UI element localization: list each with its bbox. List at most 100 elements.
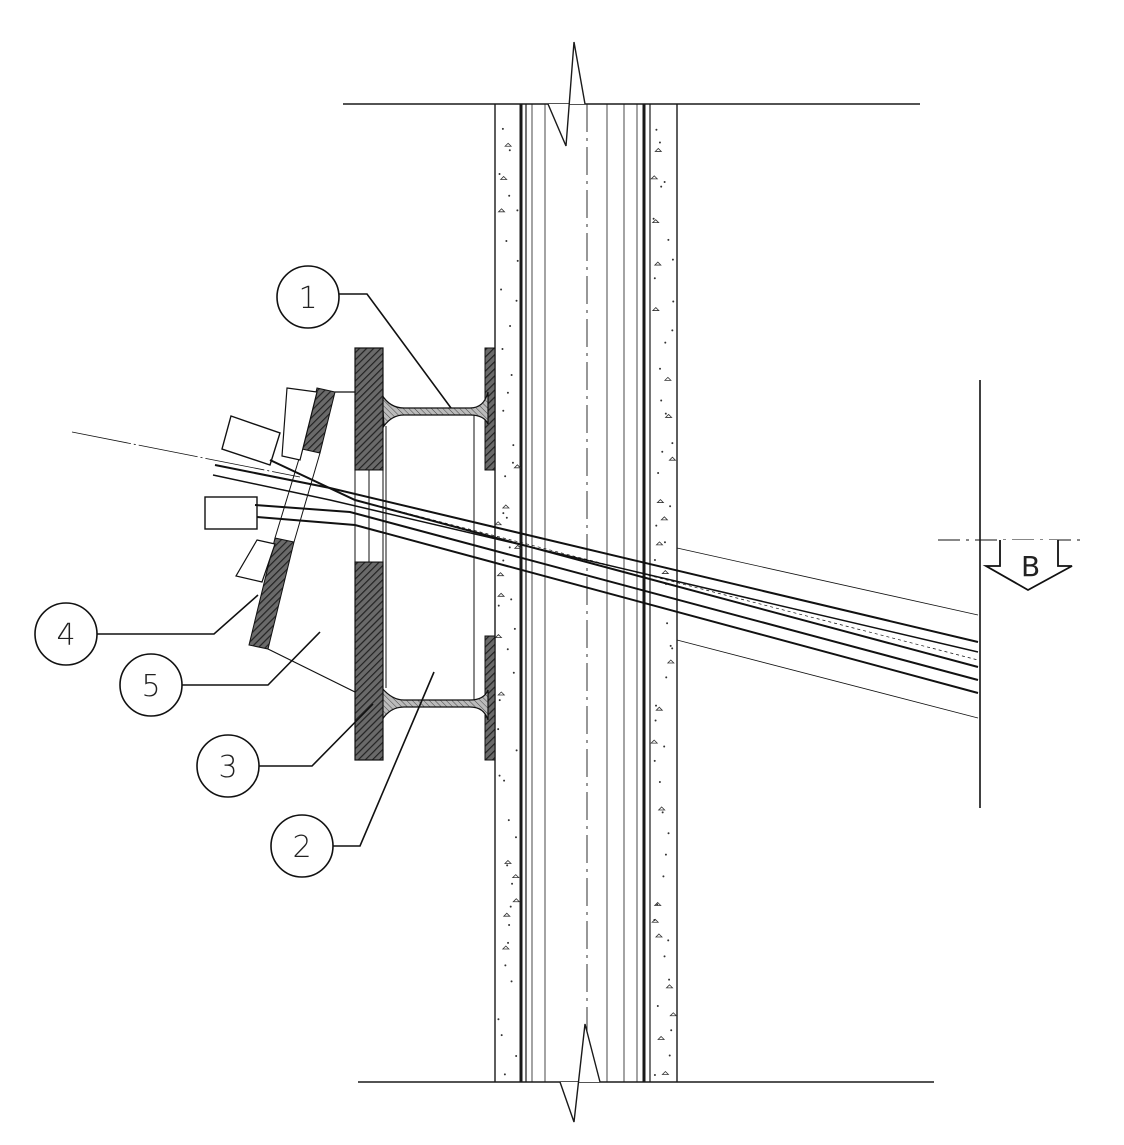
stipple-dot [516,209,519,212]
stipple-dot [505,516,508,519]
callout-label: 2 [292,830,311,865]
stipple-dot [504,964,507,967]
section-marker-b: B [938,380,1080,808]
stipple-dot [662,875,665,878]
stipple-mark [513,544,522,549]
stipple-mark [654,147,663,152]
stipple-mark [650,739,659,744]
upper-channel [381,391,489,428]
section-arrow-icon [982,540,1073,592]
stipple-dot [658,781,661,784]
stipple-mark [497,208,506,213]
stipple-dot [661,811,664,814]
concrete-stipple [494,127,678,1076]
stipple-dot [504,475,507,478]
stipple-mark [512,898,521,903]
callout-5: 5 [119,631,321,717]
stipple-dot [661,450,664,453]
stipple-mark [501,504,510,509]
stipple-dot [671,647,674,650]
stipple-dot [502,559,505,562]
stipple-dot [668,1054,671,1057]
stipple-dot [508,149,511,152]
stipple-dot [498,172,501,175]
stipple-dot [497,604,500,607]
callout-3: 3 [196,703,374,798]
stipple-dot [663,541,666,544]
stipple-mark [661,570,670,574]
stipple-mark [653,901,662,906]
front-plate-lower [354,561,384,761]
stipple-dot [512,444,515,447]
stipple-dot [512,671,515,674]
stipple-dot [510,598,513,601]
stipple-dot [655,704,658,707]
stipple-dot [663,181,666,184]
steel-bracket [354,347,496,761]
stipple-mark [669,1012,678,1017]
stipple-dot [654,719,657,722]
stipple-dot [657,472,660,475]
stipple-dot [653,1073,656,1076]
stipple-mark [653,261,662,266]
stipple-dot [663,955,666,958]
stipple-dot [511,461,514,464]
stipple-mark [504,142,513,147]
section-label: B [1021,550,1040,583]
stipple-dot [665,676,668,679]
stipple-dot [498,699,501,702]
callout-4: 4 [34,594,259,666]
stipple-mark [660,516,669,521]
stipple-dot [507,941,510,944]
stipple-dot [497,1018,500,1021]
callout-2: 2 [270,671,435,878]
stipple-dot [505,240,508,243]
stipple-dot [509,905,512,908]
stipple-dot [664,341,667,344]
tendon-strands [71,431,979,719]
stipple-mark [665,984,674,989]
stipple-dot [502,409,505,412]
stipple-dot [513,627,516,630]
stipple-mark [511,874,520,879]
stipple-dot [660,185,663,188]
stipple-dot [669,505,672,508]
stipple-mark [650,175,659,180]
stipple-dot [497,728,500,731]
stipple-mark [651,219,660,224]
stipple-mark [497,592,506,597]
stipple-dot [664,412,667,415]
stipple-mark [663,376,672,381]
stipple-dot [658,141,661,144]
stipple-mark [655,706,664,711]
stipple-dot [502,512,505,515]
stipple-dot [671,329,674,332]
stipple-mark [504,859,512,864]
stipple-dot [503,779,506,782]
stipple-mark [657,806,666,811]
stipple-dot [507,819,510,822]
stipple-dot [656,903,659,906]
stipple-dot [653,277,656,280]
wedge-grip-lower [204,496,258,530]
callout-label: 1 [298,281,317,316]
stipple-mark [501,945,510,950]
stipple-dot [500,1034,503,1037]
break-line-bottom [559,1023,601,1123]
stipple-mark [499,175,508,180]
stipple-dot [511,882,514,885]
stipple-dot [508,546,511,549]
stipple-dot [506,864,509,867]
stipple-dot [663,745,666,748]
stipple-dot [514,836,517,839]
stipple-dot [501,127,504,130]
anchor-head [204,387,356,693]
stipple-mark [497,691,506,696]
stipple-dot [655,524,658,527]
stipple-mark [496,572,505,577]
stipple-dot [672,300,675,303]
stipple-dot [659,367,662,370]
callout-label: 5 [141,669,160,704]
stipple-dot [671,442,674,445]
